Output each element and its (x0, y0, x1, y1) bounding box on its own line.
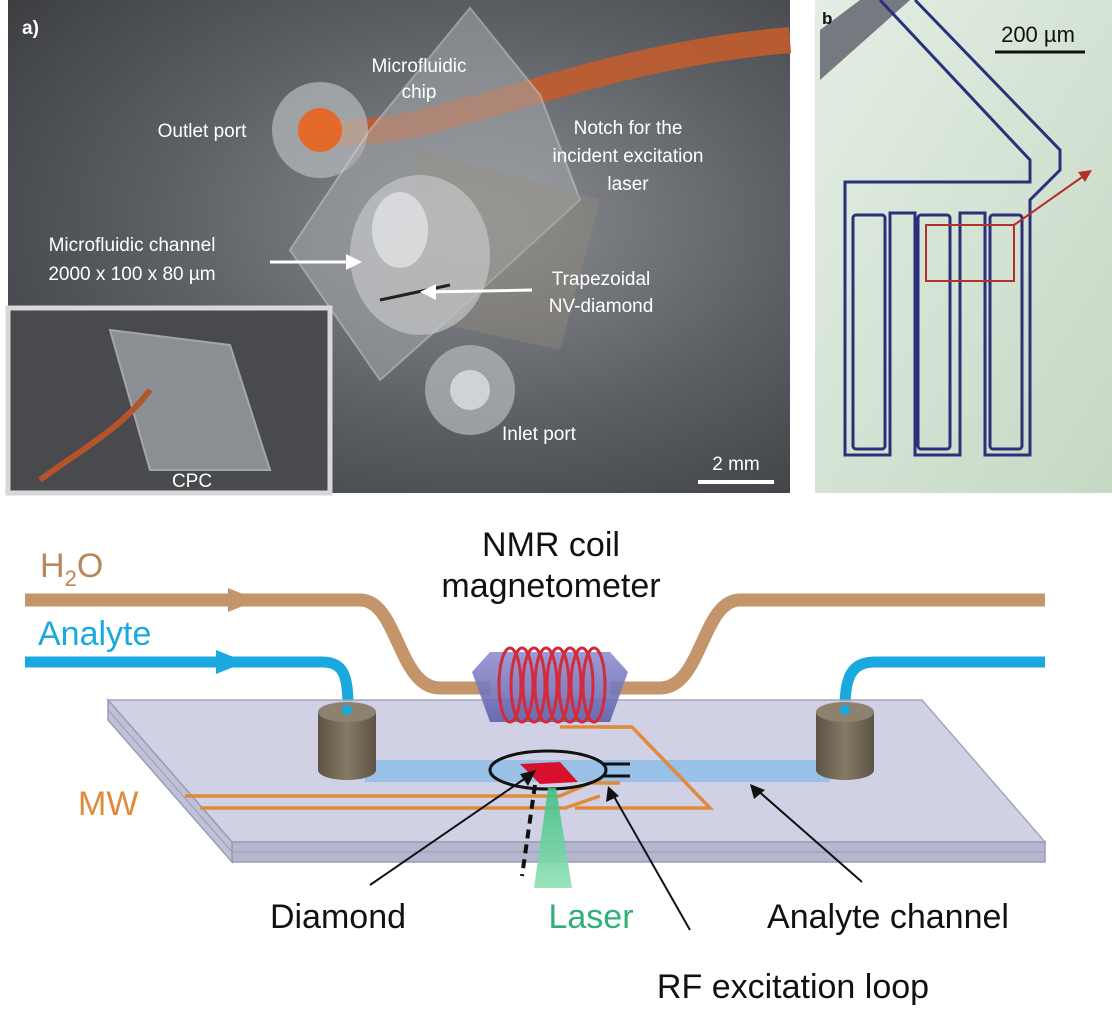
diamond-shape (520, 762, 578, 784)
analyte-tube-left (25, 656, 354, 709)
diamond-label-2: NV-diamond (549, 296, 654, 317)
notch-label-3: laser (607, 174, 649, 195)
analyte-label: Analyte (38, 615, 151, 653)
h2o-label-sub: 2 (65, 566, 77, 591)
panel-a-photo (5, 0, 792, 496)
laser-beam (534, 788, 572, 888)
diamond-label: Diamond (270, 898, 406, 936)
laser-label: Laser (548, 898, 633, 936)
nmr-coil-magnetometer (472, 646, 628, 724)
notch-label-2: incident excitation (552, 146, 703, 167)
panel-a-label: a) (22, 18, 39, 39)
microfluidic-chip-label-1: Microfluidic (371, 56, 466, 77)
panel-b-zoom-box (925, 224, 1015, 282)
scale-bar-b-label: 200 µm (1001, 22, 1075, 47)
nmr-coil-label-1: NMR coil (482, 526, 620, 564)
analyte-tube-right (839, 656, 1045, 709)
analyte-channel-label: Analyte channel (767, 898, 1009, 936)
channel-label-2: 2000 x 100 x 80 µm (48, 264, 215, 285)
outlet-cylinder (816, 702, 874, 780)
panel-b-micrograph (815, 0, 1112, 493)
panel-a-arrows (270, 254, 533, 300)
cpc-label: CPC (172, 471, 212, 492)
diamond-label-1: Trapezoidal (552, 269, 651, 290)
scale-bar-a-label: 2 mm (712, 454, 760, 475)
h2o-label: H2O (40, 547, 103, 591)
mw-label: MW (78, 785, 138, 823)
panel-b-label: b (822, 9, 832, 28)
analyte-arrow (216, 650, 246, 674)
inlet-port-label: Inlet port (502, 424, 577, 445)
inlet-cylinder (318, 702, 376, 780)
h2o-arrow (228, 588, 258, 612)
schematic-leader-lines (369, 770, 863, 931)
rf-loop-label: RF excitation loop (657, 968, 929, 1006)
h2o-label-end: O (77, 547, 103, 585)
outlet-port-label: Outlet port (158, 121, 247, 142)
channel-label-1: Microfluidic channel (49, 235, 216, 256)
nmr-coil-label-2: magnetometer (441, 567, 660, 605)
notch-label-1: Notch for the (574, 118, 683, 139)
analyte-channel-shape (365, 760, 830, 782)
h2o-label-main: H (40, 547, 65, 585)
h2o-tube (25, 593, 1045, 695)
microfluidic-chip-label-2: chip (402, 82, 437, 103)
